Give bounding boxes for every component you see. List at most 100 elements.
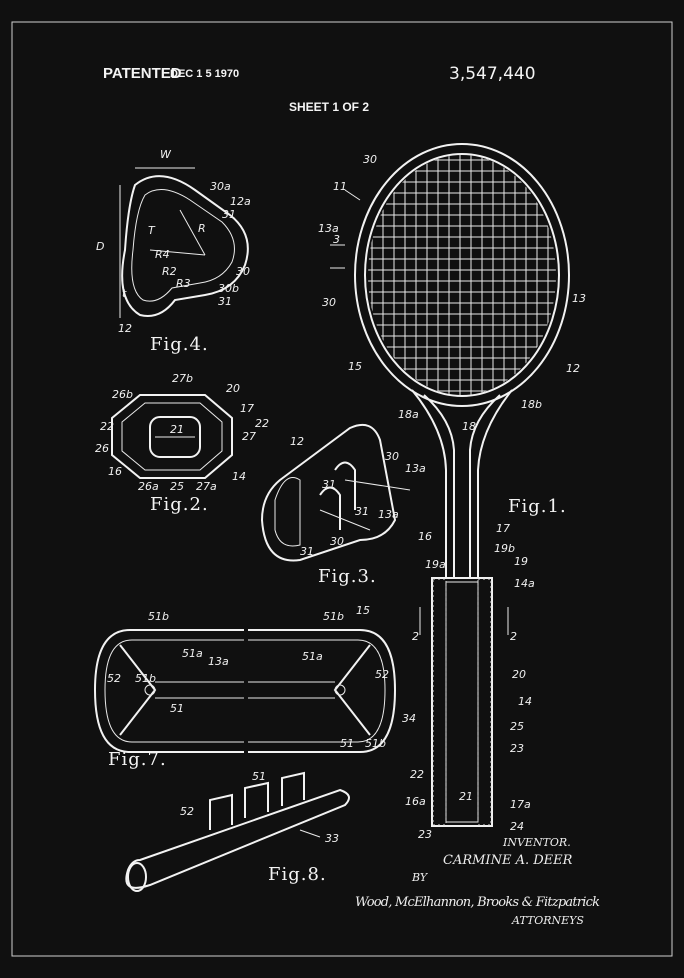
fig2-reference-label: 27a <box>196 480 217 493</box>
fig8-reference-label: 52 <box>180 805 194 818</box>
fig7-reference-label: 51a <box>182 647 203 660</box>
fig7-reference-label: 51 <box>340 737 354 750</box>
fig7-reference-label: 52 <box>375 668 389 681</box>
fig3-reference-label: 31 <box>322 478 336 491</box>
fig1-reference-label: 12 <box>566 362 580 375</box>
inventor-heading: INVENTOR. <box>502 836 571 849</box>
frame-border <box>11 21 673 957</box>
fig1-reference-label: 18a <box>398 408 419 421</box>
patent-number: 3,547,440 <box>449 64 536 84</box>
fig2-reference-label: 22 <box>100 420 114 433</box>
fig8-caption: Fig.8. <box>268 864 327 885</box>
fig1-reference-label: 22 <box>410 768 424 781</box>
fig2-reference-label: 27b <box>172 372 193 385</box>
fig1-caption: Fig.1. <box>508 496 567 517</box>
fig8-labels: 51 52 33 <box>180 770 339 845</box>
fig1-reference-label: 2 <box>510 630 517 643</box>
fig4-reference-label: R3 <box>176 277 191 290</box>
fig1-reference-label: 11 <box>333 180 347 193</box>
fig2-reference-label: 22 <box>255 417 269 430</box>
fig1-reference-label: 30 <box>322 296 336 309</box>
patented-label: PATENTED <box>103 65 182 82</box>
fig2-reference-label: 14 <box>232 470 246 483</box>
fig7-reference-label: 51 <box>170 702 184 715</box>
racket-strings <box>368 155 556 395</box>
fig4-cross-section <box>119 167 249 318</box>
fig2-reference-label: 27 <box>242 430 256 443</box>
fig3-reference-label: 30 <box>330 535 344 548</box>
fig1-reference-label: 17a <box>510 798 531 811</box>
fig7-reference-label: 51b <box>323 610 344 623</box>
by-label: BY <box>411 871 429 884</box>
fig1-reference-label: 2 <box>412 630 419 643</box>
patent-date: DEC 1 5 1970 <box>170 68 239 80</box>
fig4-reference-label: t <box>122 287 127 300</box>
fig1-reference-label: 25 <box>510 720 524 733</box>
fig1-reference-label: 24 <box>510 820 524 833</box>
fig4-reference-label: T <box>148 224 156 237</box>
fig2-reference-label: 26a <box>138 480 159 493</box>
fig2-reference-label: 25 <box>170 480 184 493</box>
fig7-caption: Fig.7. <box>108 749 167 770</box>
fig7-reference-label: 51b <box>148 610 169 623</box>
fig1-reference-label: 19a <box>425 558 446 571</box>
fig7-reference-label: 51a <box>302 650 323 663</box>
fig3-reference-label: 12 <box>290 435 304 448</box>
fig1-reference-label: 20 <box>512 668 526 681</box>
fig2-reference-label: 26 <box>95 442 109 455</box>
fig3-reference-label: 30 <box>385 450 399 463</box>
inventor-name: CARMINE A. DEER <box>443 853 573 868</box>
fig1-reference-label: 3 <box>333 233 340 246</box>
fig8-perspective <box>125 771 350 892</box>
fig4-reference-label: 12 <box>118 322 132 335</box>
fig8-reference-label: 51 <box>252 770 266 783</box>
fig1-reference-label: 13 <box>572 292 586 305</box>
fig1-reference-label: 30 <box>363 153 377 166</box>
fig2-reference-label: 16 <box>108 465 122 478</box>
fig4-reference-label: 12a <box>230 195 251 208</box>
fig1-reference-label: 16a <box>405 795 426 808</box>
fig3-reference-label: 13a <box>405 462 426 475</box>
fig3-reference-label: 31 <box>355 505 369 518</box>
sheet-number: SHEET 1 OF 2 <box>289 100 369 114</box>
fig1-racket <box>330 143 570 827</box>
fig1-reference-label: 18b <box>521 398 542 411</box>
fig3-reference-label: 13a <box>378 508 399 521</box>
fig1-reference-label: 18 <box>462 420 476 433</box>
fig4-caption: Fig.4. <box>150 334 209 355</box>
fig2-caption: Fig.2. <box>150 494 209 515</box>
fig4-reference-label: 31 <box>222 208 236 221</box>
attorneys-signature: Wood, McElhannon, Brooks & Fitzpatrick <box>355 895 600 910</box>
fig4-reference-label: R4 <box>155 248 170 261</box>
fig1-reference-label: 17 <box>496 522 510 535</box>
fig4-reference-label: 30a <box>210 180 231 193</box>
fig1-reference-label: 14a <box>514 577 535 590</box>
fig2-reference-label: 17 <box>240 402 254 415</box>
fig4-reference-label: 30b <box>218 282 239 295</box>
fig1-reference-label: 16 <box>418 530 432 543</box>
fig1-reference-label: 23 <box>418 828 432 841</box>
fig7-reference-label: 51b <box>365 737 386 750</box>
attorneys-heading: ATTORNEYS <box>511 914 584 927</box>
fig3-reference-label: 31 <box>300 545 314 558</box>
fig1-reference-label: 23 <box>510 742 524 755</box>
fig4-reference-label: R <box>198 222 206 235</box>
fig4-reference-label: W <box>160 148 172 161</box>
fig8-reference-label: 33 <box>325 832 339 845</box>
fig7-reference-label: 15 <box>356 604 370 617</box>
fig3-caption: Fig.3. <box>318 566 377 587</box>
fig2-cross-section <box>111 394 233 479</box>
fig1-reference-label: 19 <box>514 555 528 568</box>
fig1-reference-label: 14 <box>518 695 532 708</box>
fig1-reference-label: 15 <box>348 360 362 373</box>
fig4-reference-label: 31 <box>218 295 232 308</box>
fig4-reference-label: R2 <box>162 265 177 278</box>
fig4-reference-label: D <box>96 240 104 253</box>
fig2-reference-label: 21 <box>170 423 184 436</box>
